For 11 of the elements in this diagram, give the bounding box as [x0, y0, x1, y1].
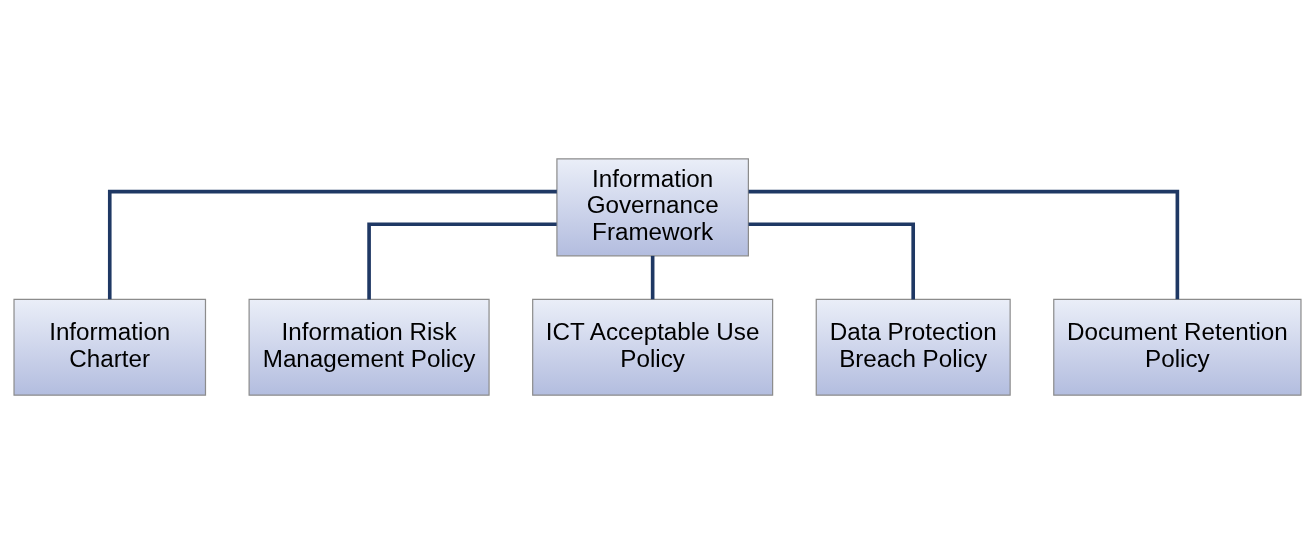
connector: [748, 221, 915, 299]
node-box: ICT Acceptable Use Policy: [531, 298, 773, 396]
node-box: Data Protection Breach Policy: [815, 298, 1011, 396]
node-box: Information Governance Framework: [555, 157, 749, 256]
node-box: Information Charter: [12, 298, 206, 396]
connector: [107, 189, 557, 299]
connector: [650, 255, 654, 299]
node-box: Information Risk Management Policy: [248, 298, 490, 396]
connector: [748, 189, 1179, 299]
connector: [366, 221, 557, 299]
node-box: Document Retention Policy: [1052, 298, 1302, 396]
